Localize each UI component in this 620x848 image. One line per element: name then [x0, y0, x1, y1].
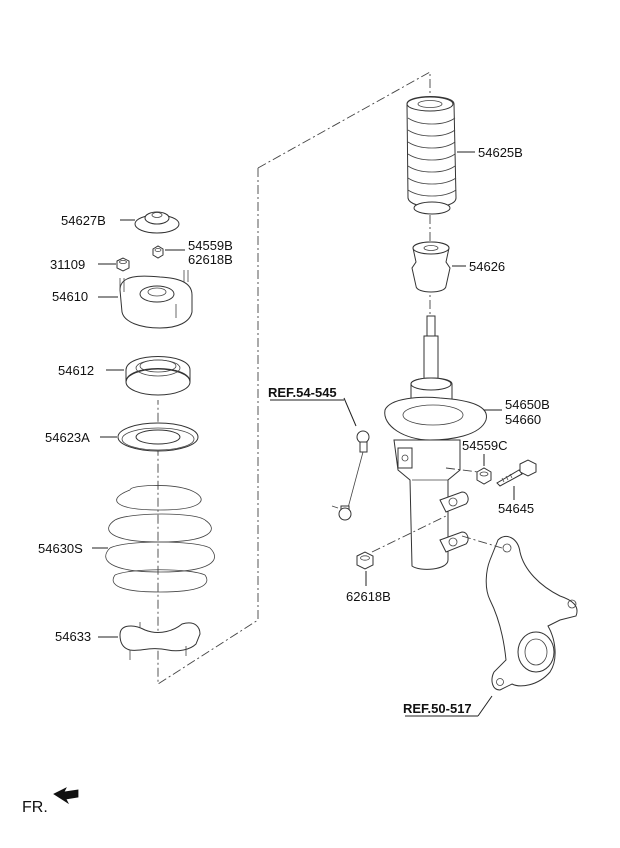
- lower-nut-part: [356, 551, 374, 570]
- lower-spring-seat-part: [119, 622, 201, 660]
- label-54633: 54633: [55, 629, 91, 644]
- ref-50-517: REF.50-517: [403, 701, 472, 716]
- label-54610: 54610: [52, 289, 88, 304]
- label-62618B-bottom: 62618B: [346, 589, 391, 604]
- label-54627B: 54627B: [61, 213, 106, 228]
- label-54623A: 54623A: [45, 430, 90, 445]
- dust-boot-part: [406, 96, 457, 215]
- strut-assembly-part: [384, 315, 487, 570]
- bump-stopper-part: [411, 241, 451, 293]
- stabilizer-link-part: [331, 430, 370, 521]
- coil-spring-part: [105, 485, 215, 593]
- top-nut-part: [152, 245, 164, 259]
- label-62618B-top: 62618B: [188, 252, 233, 267]
- flange-nut-part: [476, 467, 492, 485]
- spring-pad-part: [117, 422, 199, 452]
- mounting-bolt-part: [496, 459, 537, 487]
- assembly-outline-top: [257, 71, 431, 340]
- hex-nut-part: [116, 257, 130, 272]
- front-arrow-icon: [53, 787, 79, 805]
- bearing-part: [125, 356, 191, 396]
- front-label: FR.: [22, 799, 48, 816]
- label-54650B: 54650B: [505, 397, 550, 412]
- label-54559C: 54559C: [462, 438, 508, 453]
- label-54660: 54660: [505, 412, 541, 427]
- label-54625B: 54625B: [478, 145, 523, 160]
- label-31109: 31109: [50, 257, 85, 272]
- strut-mount-part: [119, 270, 193, 329]
- ref-54-545: REF.54-545: [268, 385, 337, 400]
- dust-cap-part: [134, 211, 180, 234]
- label-54559B: 54559B: [188, 238, 233, 253]
- label-54612: 54612: [58, 363, 94, 378]
- label-54645: 54645: [498, 501, 534, 516]
- knuckle-part: [485, 536, 578, 691]
- assembly-outline: [157, 168, 259, 685]
- label-54630S: 54630S: [38, 541, 83, 556]
- label-54626: 54626: [469, 259, 505, 274]
